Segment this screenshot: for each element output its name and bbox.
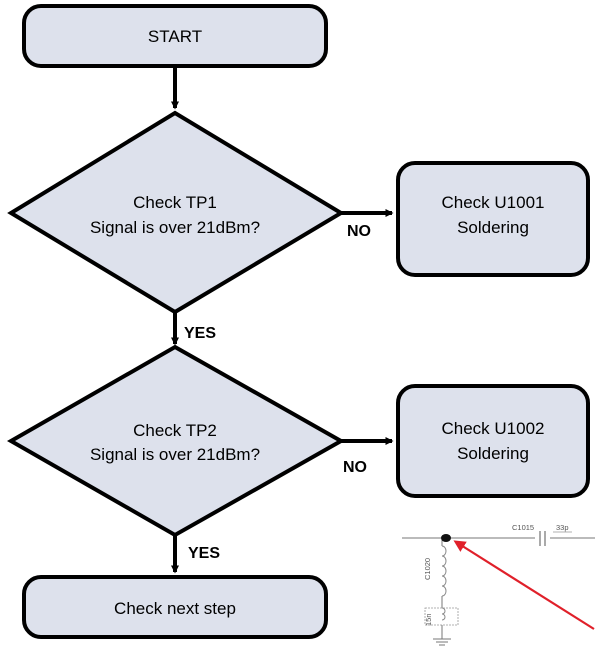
decision-tp1: Check TP1 Signal is over 21dBm? [7, 110, 345, 315]
end-node: Check next step [22, 575, 328, 639]
inductor-symbol [441, 545, 447, 597]
capacitor-value: 33p [556, 523, 569, 532]
decision-tp2-line2: Signal is over 21dBm? [90, 445, 260, 464]
action-u1002-line2: Soldering [457, 444, 529, 463]
edge-label-no-1: NO [347, 223, 371, 240]
decision-tp2: Check TP2 Signal is over 21dBm? [6, 344, 346, 538]
start-node: START [22, 4, 328, 68]
inductor-value: 15n [424, 613, 433, 626]
action-u1002: Check U1002 Soldering [396, 384, 590, 498]
action-u1001: Check U1001 Soldering [396, 161, 590, 277]
test-point-marker [441, 534, 451, 542]
decision-tp1-line2: Signal is over 21dBm? [90, 218, 260, 237]
end-label: Check next step [114, 599, 236, 618]
capacitor-ref: C1015 [512, 523, 534, 532]
start-label: START [148, 27, 202, 46]
decision-tp2-line1: Check TP2 [133, 421, 217, 440]
edge-label-yes-2: YES [188, 545, 220, 562]
action-u1001-line2: Soldering [457, 218, 529, 237]
decision-tp1-line1: Check TP1 [133, 193, 217, 212]
edge-label-no-2: NO [343, 459, 367, 476]
action-u1002-line1: Check U1002 [441, 419, 544, 438]
red-pointer-arrow [453, 540, 595, 630]
edge-label-yes-1: YES [184, 325, 216, 342]
action-u1001-line1: Check U1001 [441, 193, 544, 212]
inductor-ref: C1020 [423, 558, 432, 580]
schematic-snippet: C1015 33p C1020 15n [402, 523, 595, 646]
capacitor-symbol [535, 531, 550, 546]
